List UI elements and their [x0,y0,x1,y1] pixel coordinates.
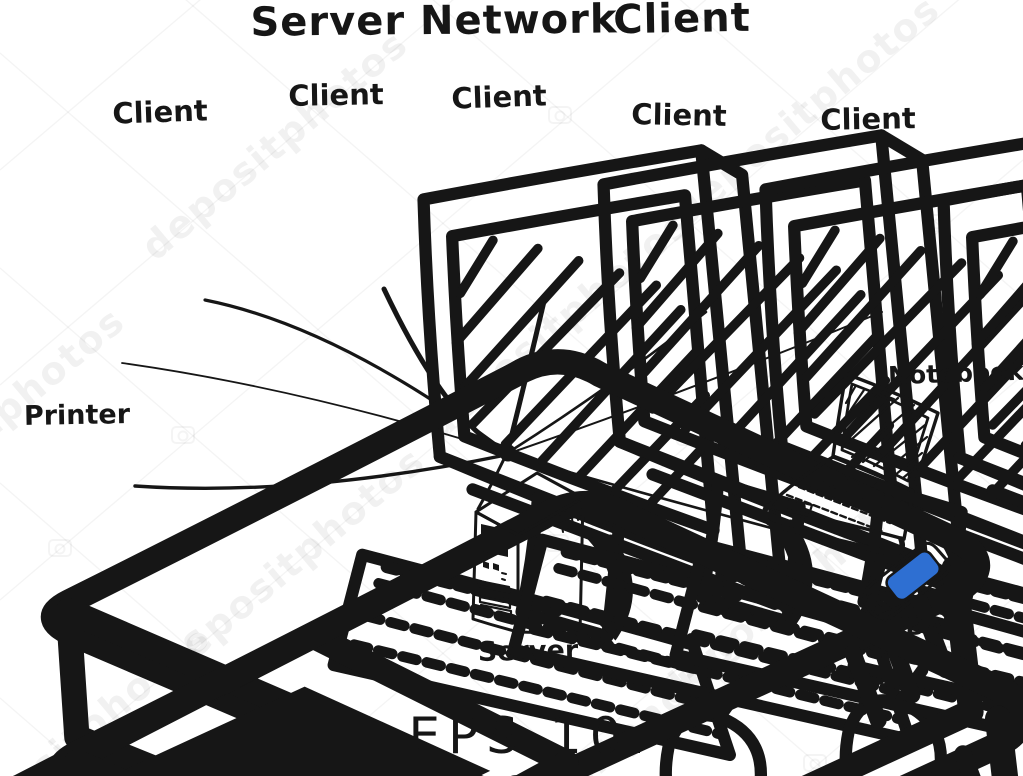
camera-watermark-icon [171,426,195,444]
camera-watermark-icon [48,539,72,557]
watermark-text: depositphotos [133,21,417,269]
pda-icon [862,541,951,620]
camera-watermark-icon [548,106,572,124]
connection-line-printer-1 [121,362,506,453]
client-4-label: Client [631,97,727,133]
client-2-label: Client [288,77,384,113]
notebook-label: Notebook [887,356,1023,391]
client-1-label: Client [111,93,209,131]
printer-label: Printer [23,399,131,432]
pda-screen [885,550,942,602]
diagram-title-right: Client [612,0,752,44]
client-3-label: Client [450,78,548,116]
eps-footer-text: EPS 10. [408,707,654,765]
server-label: Server [477,635,579,668]
server-tower-icon [471,471,585,635]
laptop-icon [761,372,940,556]
connection-line-server [476,457,506,511]
client-5-label: Client [820,101,916,137]
pda-label: PDA [887,612,945,642]
diagram-title-left: Server Network [250,0,618,46]
